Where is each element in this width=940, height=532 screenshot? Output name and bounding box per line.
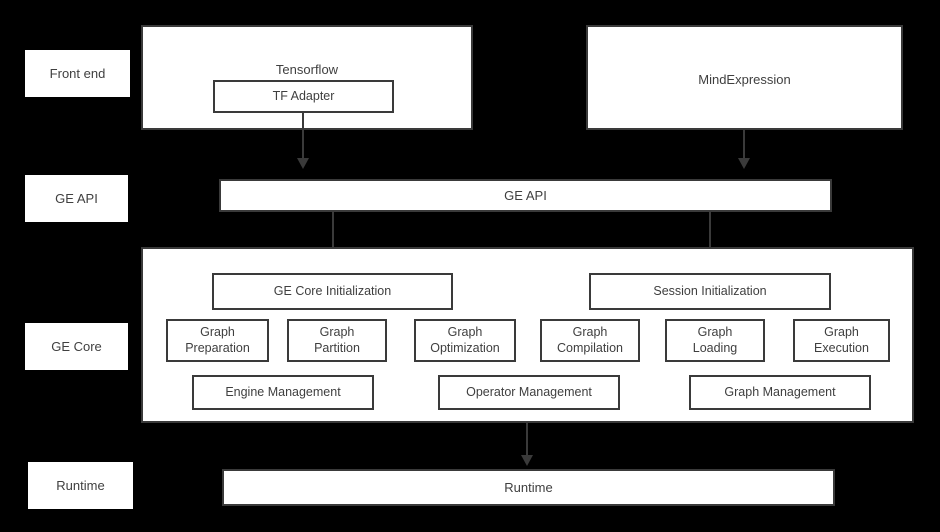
connector-tf-adapter-to-ge-api (302, 113, 304, 162)
graph-execution-box[interactable]: Graph Execution (793, 319, 890, 362)
arrowhead-ge-core-to-runtime (521, 455, 533, 466)
stage-label-ge-core: GE Core (25, 323, 128, 370)
connector-ge-api-to-session-init (709, 212, 711, 260)
stage-label-ge-api: GE API (25, 175, 128, 222)
graph-loading-box[interactable]: Graph Loading (665, 319, 765, 362)
mindexpression-title: MindExpression (698, 72, 791, 87)
arrowhead-mindexpression-to-ge-api (738, 158, 750, 169)
ge-core-initialization-box[interactable]: GE Core Initialization (212, 273, 453, 310)
session-initialization-box[interactable]: Session Initialization (589, 273, 831, 310)
stage-label-front-end: Front end (25, 50, 130, 97)
tensorflow-title: Tensorflow (275, 62, 339, 77)
graph-management-box[interactable]: Graph Management (689, 375, 871, 410)
connector-mindexpression-to-ge-api (743, 130, 745, 162)
mindexpression-container[interactable]: MindExpression (586, 25, 903, 130)
runtime-bar[interactable]: Runtime (222, 469, 835, 506)
graph-optimization-box[interactable]: Graph Optimization (414, 319, 516, 362)
operator-management-box[interactable]: Operator Management (438, 375, 620, 410)
tensorflow-container[interactable]: Tensorflow (141, 25, 473, 130)
graph-compilation-box[interactable]: Graph Compilation (540, 319, 640, 362)
graph-preparation-box[interactable]: Graph Preparation (166, 319, 269, 362)
connector-ge-api-to-ge-core-init (332, 212, 334, 260)
connector-ge-core-to-runtime (526, 423, 528, 458)
engine-management-box[interactable]: Engine Management (192, 375, 374, 410)
arrowhead-tf-adapter-to-ge-api (297, 158, 309, 169)
ge-api-bar[interactable]: GE API (219, 179, 832, 212)
stage-label-runtime: Runtime (28, 462, 133, 509)
graph-partition-box[interactable]: Graph Partition (287, 319, 387, 362)
tf-adapter-box[interactable]: TF Adapter (213, 80, 394, 113)
